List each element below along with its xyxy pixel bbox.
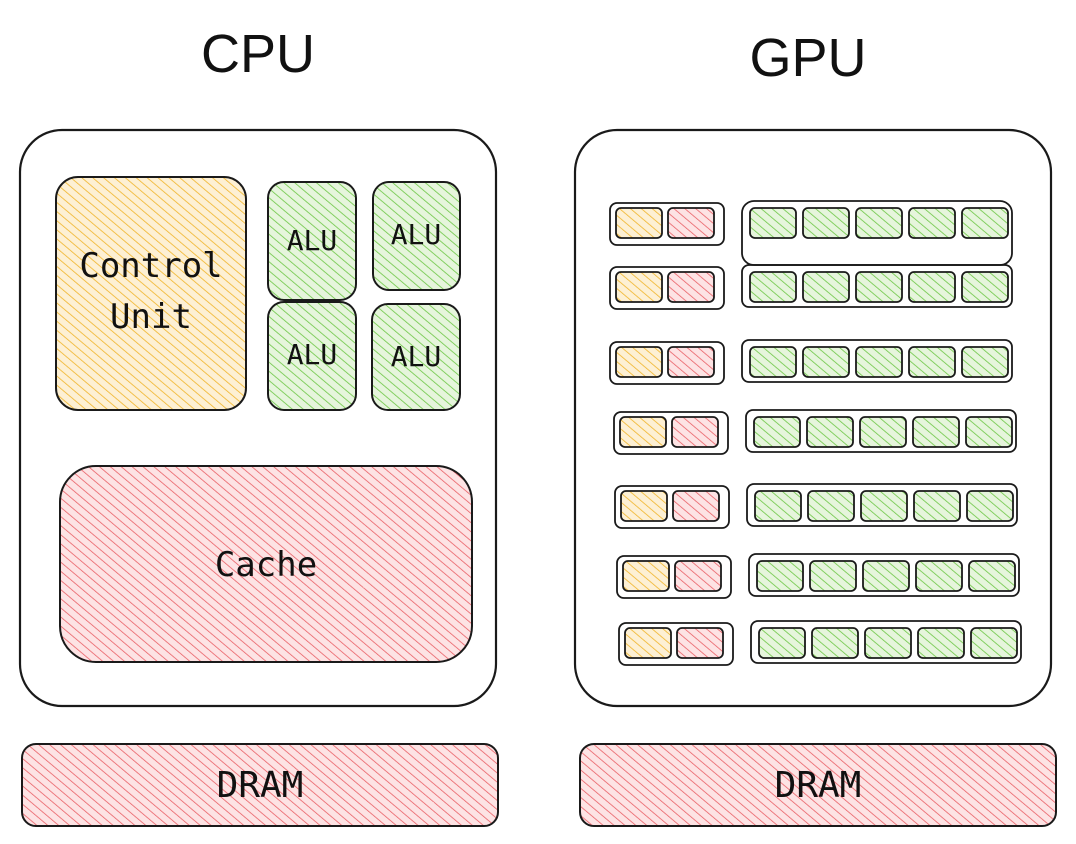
gpu-cache-cell xyxy=(667,271,715,303)
gpu-alu-group xyxy=(748,553,1020,597)
cache-label: Cache xyxy=(215,545,317,585)
gpu-alu-cell xyxy=(961,346,1009,378)
control-unit-label-line1: Control xyxy=(79,246,222,286)
gpu-alu-group xyxy=(741,339,1013,383)
gpu-alu-cell xyxy=(908,271,956,303)
gpu-cache-cell xyxy=(667,207,715,239)
gpu-alu-cell xyxy=(912,416,960,448)
gpu-control-cell xyxy=(615,271,663,303)
gpu-control-cell xyxy=(615,207,663,239)
gpu-alu-group xyxy=(750,620,1022,664)
cpu-dram-label: DRAM xyxy=(217,765,304,806)
gpu-row xyxy=(609,339,1013,385)
gpu-alu-cell xyxy=(961,207,1009,239)
gpu-alu-cell xyxy=(970,627,1018,659)
gpu-control-cache-group xyxy=(613,411,729,455)
alu-label: ALU xyxy=(287,338,338,371)
gpu-control-cache-group xyxy=(609,202,725,246)
gpu-alu-cell xyxy=(862,560,910,592)
gpu-alu-cell xyxy=(855,346,903,378)
gpu-cache-cell xyxy=(672,490,720,522)
gpu-alu-cell xyxy=(913,490,961,522)
gpu-alu-cell xyxy=(855,271,903,303)
gpu-control-cell xyxy=(615,346,663,378)
gpu-control-cache-group xyxy=(616,555,732,599)
gpu-row xyxy=(613,409,1017,455)
gpu-alu-cell xyxy=(811,627,859,659)
gpu-cache-cell xyxy=(676,627,724,659)
gpu-row xyxy=(609,200,1013,266)
gpu-alu-cell xyxy=(753,416,801,448)
gpu-alu-cell xyxy=(968,560,1016,592)
cpu-alu: ALU xyxy=(267,181,357,301)
gpu-alu-group xyxy=(745,409,1017,453)
gpu-cache-cell xyxy=(667,346,715,378)
gpu-control-cache-group xyxy=(609,341,725,385)
gpu-dram-label: DRAM xyxy=(775,765,862,806)
alu-label: ALU xyxy=(391,340,442,373)
alu-label: ALU xyxy=(391,218,442,251)
gpu-alu-cell xyxy=(749,346,797,378)
gpu-alu-cell xyxy=(961,271,1009,303)
cpu-dram: DRAM xyxy=(21,743,499,827)
gpu-alu-cell xyxy=(908,346,956,378)
gpu-chip xyxy=(573,128,1053,708)
gpu-alu-cell xyxy=(966,490,1014,522)
gpu-alu-cell xyxy=(754,490,802,522)
gpu-row xyxy=(614,483,1018,529)
gpu-cache-cell xyxy=(674,560,722,592)
gpu-control-cell xyxy=(619,416,667,448)
gpu-alu-cell xyxy=(802,346,850,378)
gpu-alu-cell xyxy=(915,560,963,592)
control-unit-label-line2: Unit xyxy=(110,297,192,337)
gpu-alu-cell xyxy=(965,416,1013,448)
cpu-control-unit: Control Unit xyxy=(55,176,247,411)
cpu-alu: ALU xyxy=(371,303,461,411)
gpu-control-cache-group xyxy=(609,266,725,310)
gpu-core-rows xyxy=(609,200,1022,666)
gpu-dram: DRAM xyxy=(579,743,1057,827)
gpu-alu-cell xyxy=(802,207,850,239)
gpu-alu-cell xyxy=(749,271,797,303)
alu-label: ALU xyxy=(287,224,338,257)
cpu-title: CPU xyxy=(201,24,315,84)
gpu-alu-cell xyxy=(809,560,857,592)
gpu-row xyxy=(616,553,1020,599)
cpu-alu: ALU xyxy=(267,301,357,411)
gpu-row xyxy=(609,264,1013,310)
gpu-control-cache-group xyxy=(614,485,730,529)
gpu-control-cell xyxy=(624,627,672,659)
gpu-alu-cell xyxy=(859,416,907,448)
gpu-alu-cell xyxy=(908,207,956,239)
gpu-alu-cell xyxy=(807,490,855,522)
cpu-alu: ALU xyxy=(372,181,461,291)
gpu-alu-cell xyxy=(802,271,850,303)
gpu-cache-cell xyxy=(671,416,719,448)
gpu-alu-cell xyxy=(855,207,903,239)
cpu-chip: Control Unit ALU ALU ALU ALU Cache xyxy=(18,128,498,708)
gpu-alu-cell xyxy=(756,560,804,592)
gpu-control-cache-group xyxy=(618,622,734,666)
gpu-alu-cell xyxy=(864,627,912,659)
gpu-control-cell xyxy=(622,560,670,592)
gpu-alu-cell xyxy=(749,207,797,239)
gpu-control-cell xyxy=(620,490,668,522)
gpu-row xyxy=(618,620,1022,666)
cpu-cache: Cache xyxy=(59,465,473,663)
gpu-alu-group xyxy=(746,483,1018,527)
gpu-alu-group xyxy=(741,264,1013,308)
gpu-alu-cell xyxy=(806,416,854,448)
gpu-title: GPU xyxy=(749,28,866,88)
gpu-alu-cell xyxy=(917,627,965,659)
gpu-alu-cell xyxy=(860,490,908,522)
gpu-alu-cell xyxy=(758,627,806,659)
